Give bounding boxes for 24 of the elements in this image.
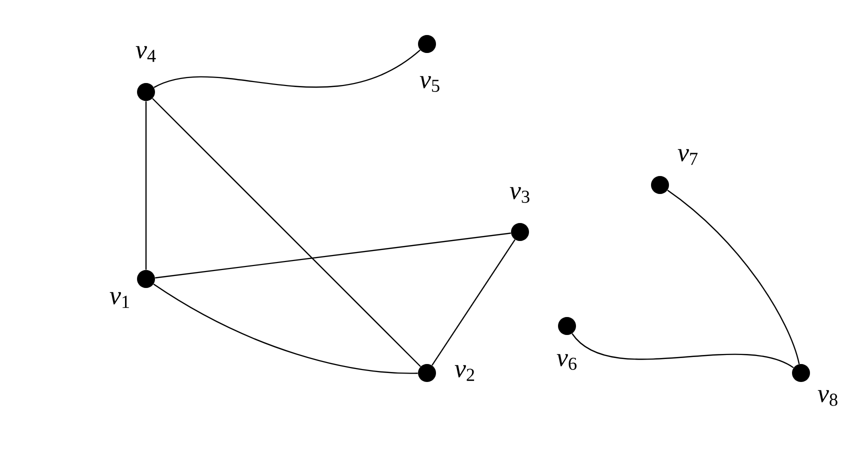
vertex-label: v$_{1}$ <box>110 292 129 308</box>
vertex-label: v$_{2}$ <box>454 365 474 381</box>
vertex-label: v$_{8}$ <box>818 390 838 406</box>
edge-line <box>152 98 421 367</box>
edge-line <box>432 239 516 366</box>
vertex-label: v$_{3}$ <box>510 187 530 203</box>
vertex-label: v$_{4}$ <box>136 46 156 62</box>
vertex-dot <box>137 270 155 288</box>
edge-line <box>667 190 800 364</box>
vertex-dot <box>558 317 576 335</box>
edge-line <box>145 101 147 270</box>
edge-line <box>153 284 418 374</box>
vertex-dot <box>418 364 436 382</box>
vertex-label: v$_{6}$ <box>556 354 577 370</box>
vertex-dot <box>651 176 669 194</box>
vertex-dot <box>137 83 155 101</box>
vertex-dot <box>792 364 810 382</box>
edge-line <box>155 232 511 278</box>
vertex-dot <box>511 223 529 241</box>
vertex-dot <box>418 35 436 53</box>
edge-line <box>572 333 794 368</box>
vertex-label: v$_{5}$ <box>420 76 440 92</box>
vertex-label: v$_{7}$ <box>678 149 698 165</box>
edge-line <box>154 50 420 88</box>
